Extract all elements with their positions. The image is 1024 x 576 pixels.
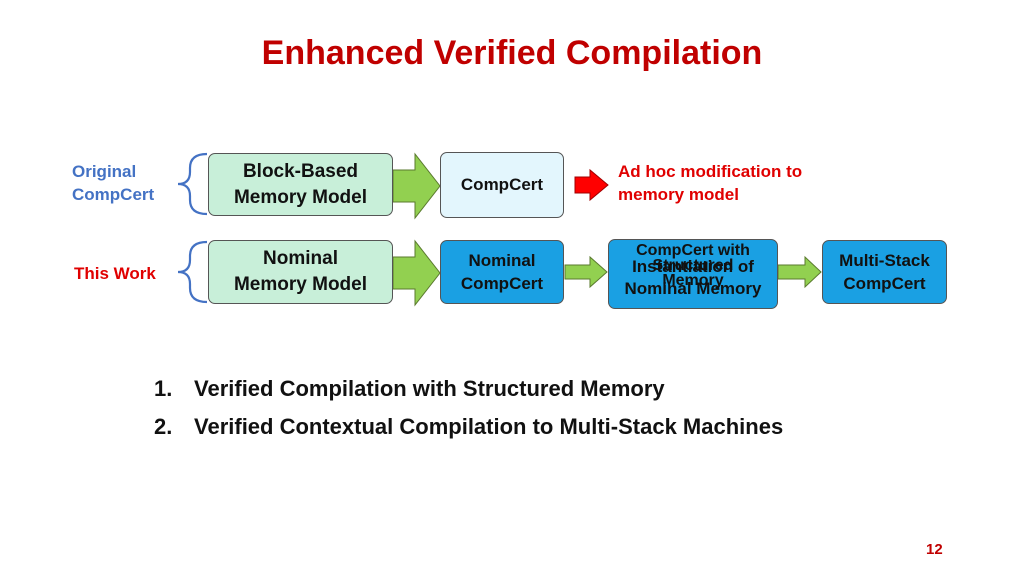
list-number: 1. <box>154 376 173 401</box>
nominal-memory-line-2: Memory Model <box>233 274 368 295</box>
arrow-nominal-compcert-to-structured <box>564 255 608 289</box>
multi-stack-line-2: CompCert <box>843 274 926 293</box>
overlap-a-line-1: CompCert with <box>636 242 750 259</box>
block-based-line-1: Block-Based <box>242 160 359 182</box>
structured-memory-box: CompCert with Structured Memory Instanti… <box>608 239 778 309</box>
nominal-compcert-line-2: CompCert <box>460 274 544 293</box>
block-based-line-2: Memory Model <box>233 186 368 208</box>
overlap-a-line-3: Memory <box>662 272 724 289</box>
page-number: 12 <box>926 541 943 558</box>
overlap-a-line-2: Structured <box>652 257 734 274</box>
list-number: 2. <box>154 414 173 439</box>
list-item: 2. Verified Contextual Compilation to Mul… <box>154 412 783 450</box>
overlap-b-line-1: Instantiation of <box>632 257 754 276</box>
list-item: 1. Verified Compilation with Structured M… <box>154 374 783 412</box>
overlap-b-line-2: Nominal Memory <box>624 279 762 298</box>
arrow-structured-to-multistack <box>777 255 822 289</box>
overlap-text-a: CompCert with Structured Memory <box>609 242 777 289</box>
nominal-memory-line-1: Nominal <box>263 248 338 269</box>
arrow-nominal-to-nominal-compcert <box>392 239 441 307</box>
original-compcert-label: Original CompCert <box>72 160 154 206</box>
contribution-list: 1. Verified Compilation with Structured M… <box>154 374 783 450</box>
ad-hoc-modification-note: Ad hoc modification to memory model <box>618 160 802 206</box>
arrow-ad-hoc-modification <box>574 168 609 202</box>
brace-original <box>177 152 208 216</box>
list-text: Verified Compilation with Structured Mem… <box>194 376 665 401</box>
note-line-2: memory model <box>618 185 739 204</box>
nominal-memory-model-box: Nominal Memory Model <box>208 240 393 304</box>
block-based-memory-model-box: Block-Based Memory Model <box>208 153 393 216</box>
this-work-label: This Work <box>74 264 156 283</box>
overlap-text-b: Instantiation of Nominal Memory <box>609 256 777 300</box>
original-label-line-1: Original <box>72 162 137 181</box>
original-label-line-2: CompCert <box>72 185 155 204</box>
multi-stack-line-1: Multi-Stack <box>839 251 930 270</box>
nominal-compcert-line-1: Nominal <box>468 251 536 270</box>
list-text: Verified Contextual Compilation to Multi… <box>194 414 784 439</box>
nominal-compcert-box: Nominal CompCert <box>440 240 564 304</box>
multi-stack-compcert-box: Multi-Stack CompCert <box>822 240 947 304</box>
note-line-1: Ad hoc modification to <box>618 162 803 181</box>
compcert-box: CompCert <box>440 152 564 218</box>
arrow-block-to-compcert <box>392 152 441 220</box>
brace-this-work <box>177 240 208 304</box>
slide-title: Enhanced Verified Compilation <box>261 34 763 72</box>
